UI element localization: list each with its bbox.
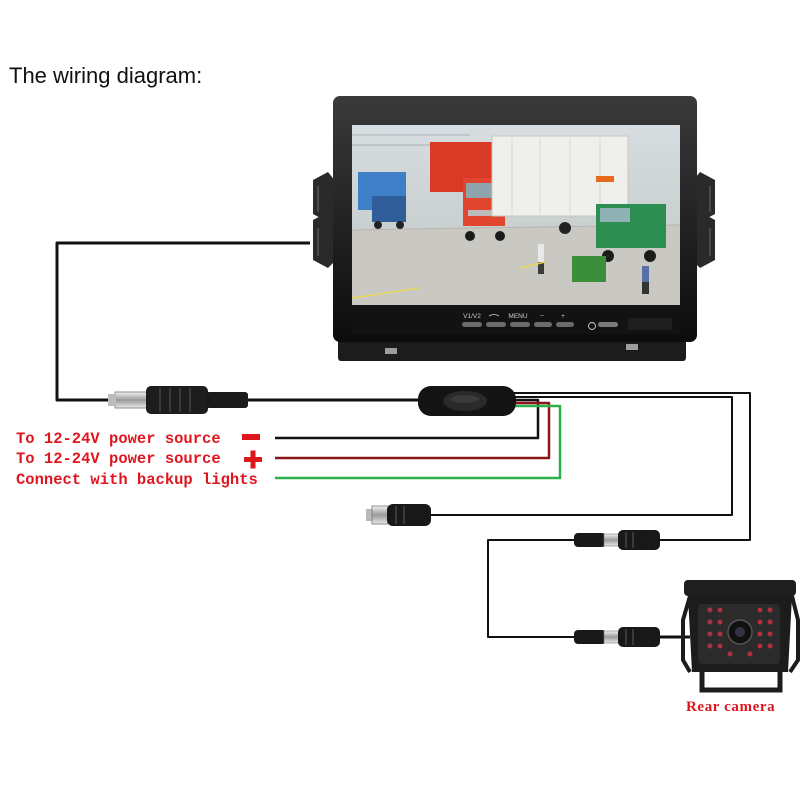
minus-button[interactable] (534, 322, 552, 327)
monitor-cable (55, 241, 310, 402)
button-label-plus: + (561, 313, 565, 320)
button-label-v1v2: V1/V2 (463, 313, 481, 320)
control-panel (352, 308, 680, 334)
monitor: V1/V2 MENU − + (313, 96, 715, 361)
plus-button[interactable] (556, 322, 574, 327)
ir-leds (707, 607, 773, 657)
back-button[interactable] (486, 322, 506, 327)
rear-camera (681, 580, 800, 693)
cable-splitter (418, 386, 516, 416)
negative-sign (242, 434, 260, 440)
positive-wire-label: To 12-24V power source (16, 450, 221, 468)
left-mount-knob (313, 172, 337, 268)
green-bin (572, 256, 606, 282)
negative-wire (275, 398, 540, 440)
power-button[interactable] (598, 322, 618, 327)
video-coupler-bottom (574, 627, 660, 647)
button-label-menu: MENU (508, 313, 527, 320)
stand-slot-left (385, 348, 397, 354)
video-cable-1 (512, 392, 751, 541)
cable-group (55, 241, 751, 639)
v1v2-button[interactable] (462, 322, 482, 327)
menu-button[interactable] (510, 322, 530, 327)
power-icon (588, 322, 596, 330)
monitor-screen (351, 125, 681, 305)
rear-camera-label: Rear camera (686, 699, 775, 715)
spare-video-connector (366, 504, 431, 526)
negative-wire-label: To 12-24V power source (16, 430, 221, 448)
diagram-heading: The wiring diagram: (9, 63, 202, 88)
backup-light-wire-label: Connect with backup lights (16, 471, 258, 489)
video-coupler-top (574, 530, 660, 550)
positive-wire (275, 401, 551, 460)
ir-window (628, 318, 672, 330)
camera-loop-cable (487, 539, 575, 638)
positive-sign (244, 450, 262, 469)
button-label-minus: − (540, 313, 544, 320)
backup-light-wire (275, 404, 562, 480)
person-1 (538, 244, 544, 262)
monitor-cable-connector (108, 386, 248, 414)
stand-slot-right (626, 344, 638, 350)
button-icon-arrow (488, 314, 500, 317)
lens-glass (735, 627, 745, 637)
person-2 (642, 266, 649, 282)
video-cable-2 (430, 396, 733, 516)
